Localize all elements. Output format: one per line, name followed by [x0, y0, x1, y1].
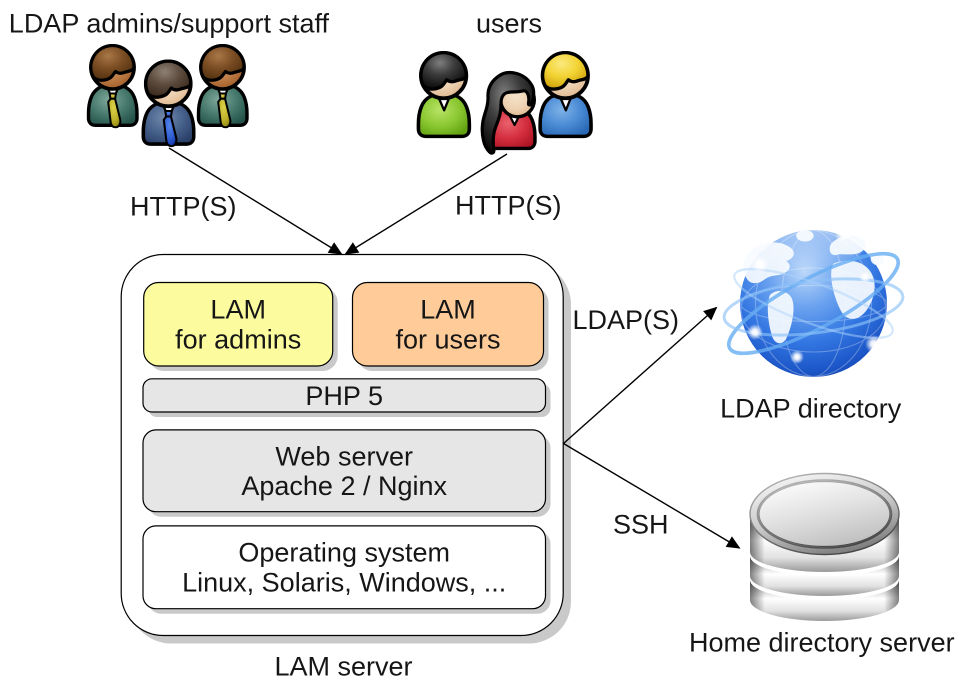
svg-text:LDAP(S): LDAP(S) — [573, 305, 680, 335]
svg-text:LDAP directory: LDAP directory — [720, 393, 902, 423]
svg-text:LDAP admins/support staff: LDAP admins/support staff — [9, 8, 330, 38]
svg-text:users: users — [476, 8, 542, 38]
svg-text:Home directory server: Home directory server — [689, 628, 955, 658]
svg-text:Linux, Solaris, Windows, ...: Linux, Solaris, Windows, ... — [182, 568, 506, 598]
svg-text:HTTP(S): HTTP(S) — [130, 191, 236, 221]
svg-text:HTTP(S): HTTP(S) — [455, 190, 561, 220]
svg-text:PHP 5: PHP 5 — [305, 381, 383, 411]
svg-text:SSH: SSH — [613, 510, 669, 540]
svg-text:for users: for users — [395, 324, 500, 354]
svg-text:Apache 2 / Nginx: Apache 2 / Nginx — [241, 471, 447, 501]
svg-text:Web server: Web server — [275, 442, 413, 472]
svg-text:LAM server: LAM server — [274, 652, 412, 682]
svg-text:for admins: for admins — [175, 324, 301, 354]
svg-text:Operating system: Operating system — [238, 537, 450, 567]
svg-text:LAM: LAM — [420, 294, 476, 324]
svg-text:LAM: LAM — [210, 294, 266, 324]
